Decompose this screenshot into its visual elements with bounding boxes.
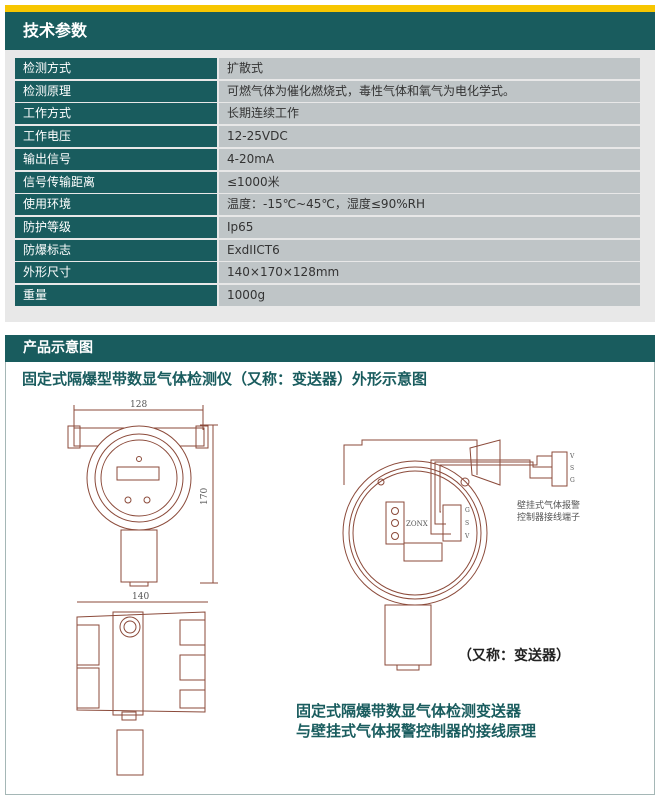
spec-row: 工作方式长期连续工作	[15, 103, 640, 125]
diagram-subtitle: 固定式隔爆型带数显气体检测仪（又称：变送器）外形示意图	[22, 370, 428, 388]
inner-terminal-g: G	[465, 507, 470, 514]
dim-height: 170	[200, 488, 210, 505]
spec-key: 使用环境	[15, 194, 217, 216]
spec-key: 外形尺寸	[15, 262, 217, 284]
terminal-s: S	[570, 465, 574, 472]
spec-value: Ip65	[219, 216, 640, 238]
spec-key: 输出信号	[15, 148, 217, 170]
section-header-specs: 技术参数	[5, 12, 655, 50]
terminal-g: G	[570, 477, 575, 484]
wiring-caption-1: 固定式隔爆带数显气体检测变送器	[296, 702, 522, 720]
spec-row: 信号传输距离≤1000米	[15, 171, 640, 193]
spec-key: 检测方式	[15, 58, 217, 79]
spec-value: 4-20mA	[219, 148, 640, 170]
spec-key: 检测原理	[15, 80, 217, 102]
spec-key: 工作方式	[15, 103, 217, 125]
spec-value: 1000g	[219, 285, 640, 306]
wiring-caption-2: 与壁挂式气体报警控制器的接线原理	[296, 722, 537, 740]
dim-depth: 140	[132, 592, 149, 602]
spec-key: 重量	[15, 285, 217, 306]
terminal-v: V	[569, 453, 575, 460]
spec-key: 工作电压	[15, 126, 217, 148]
spec-value: 扩散式	[219, 58, 640, 79]
dim-width: 128	[130, 400, 147, 410]
section-header-diagram: 产品示意图	[5, 335, 655, 362]
spec-key: 信号传输距离	[15, 171, 217, 193]
spec-value: 长期连续工作	[219, 103, 640, 125]
spec-row: 检测原理可燃气体为催化燃烧式，毒性气体和氧气为电化学式。	[15, 80, 640, 102]
spec-value: 140×170×128mm	[219, 262, 640, 284]
spec-value: 12-25VDC	[219, 126, 640, 148]
spec-key: 防护等级	[15, 216, 217, 238]
alias-label: （又称：变送器）	[458, 647, 570, 664]
controller-label-2: 控制器接线端子	[517, 511, 580, 523]
spec-value: 温度：-15℃~45℃，湿度≤90%RH	[219, 194, 640, 216]
inner-terminal-v: V	[464, 533, 470, 540]
spec-key: 防爆标志	[15, 239, 217, 261]
spec-row: 检测方式扩散式	[15, 58, 640, 79]
brand-label: ZONX	[406, 520, 428, 528]
spec-value: ExdIICT6	[219, 239, 640, 261]
accent-bar	[5, 5, 655, 12]
spec-row: 使用环境温度：-15℃~45℃，湿度≤90%RH	[15, 194, 640, 216]
spec-value: ≤1000米	[219, 171, 640, 193]
spec-value: 可燃气体为催化燃烧式，毒性气体和氧气为电化学式。	[219, 80, 640, 102]
inner-terminal-s: S	[465, 520, 469, 527]
controller-label-1: 壁挂式气体报警	[517, 499, 580, 511]
